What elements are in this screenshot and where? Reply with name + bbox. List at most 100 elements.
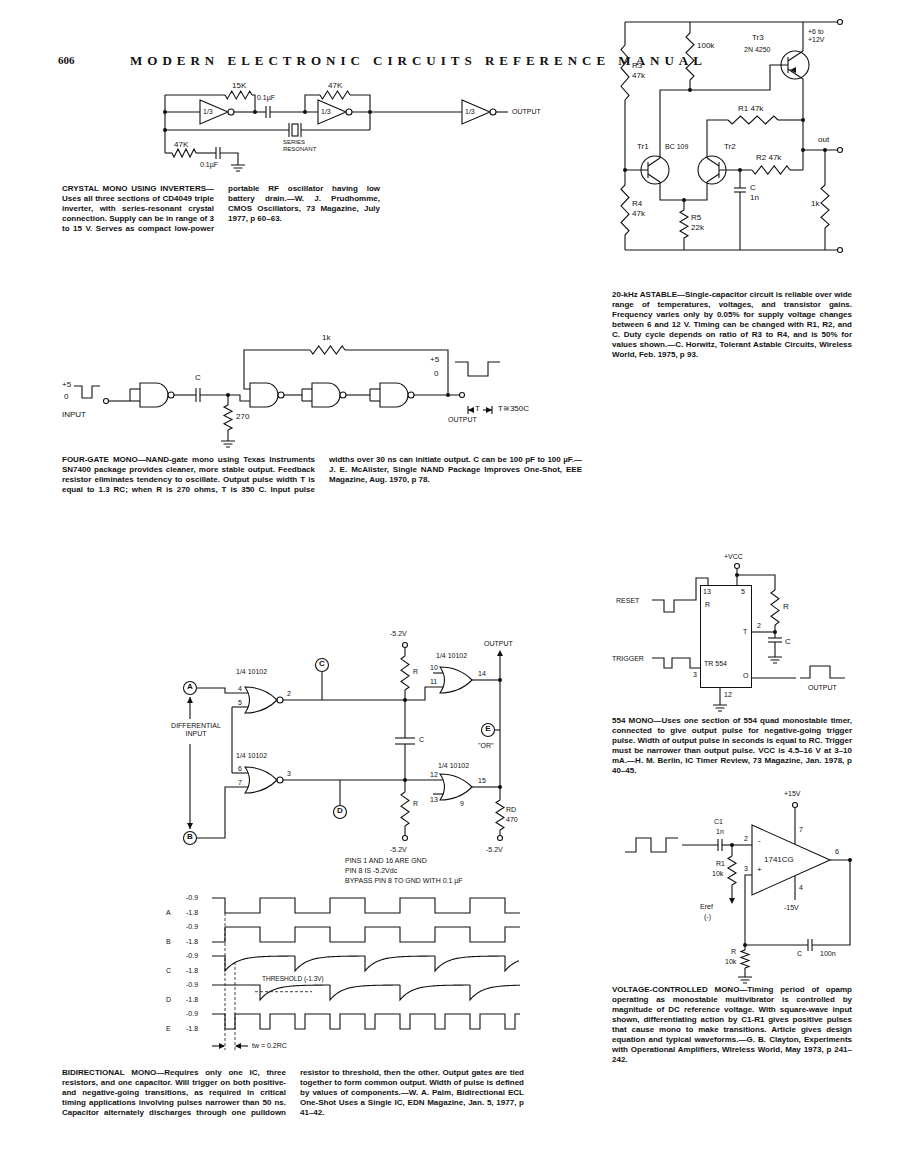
arrowhead (468, 407, 474, 413)
capacitor-plate (215, 147, 216, 159)
component-label: 9 (460, 800, 464, 808)
component-label: 3 (693, 671, 697, 679)
wire (824, 228, 825, 250)
wire (414, 394, 459, 395)
waveform (212, 898, 520, 913)
wire (369, 389, 370, 401)
component-label: -0.9 (186, 952, 198, 960)
capacitor-plate (195, 388, 196, 402)
component-label: -5.2V (390, 630, 407, 638)
component-label: 1/4 10102 (438, 762, 469, 770)
nand-gate-symbol (380, 383, 408, 407)
resistor-symbol (621, 185, 629, 235)
component-label: 1n (750, 194, 759, 203)
capacitor-plate (265, 106, 266, 118)
capacitor-symbol (718, 839, 722, 851)
component-label: - (758, 837, 761, 846)
component-label: -5.2V (390, 846, 407, 854)
wire (370, 400, 380, 401)
crystal-symbol (292, 124, 298, 136)
component-label: R2 47k (756, 154, 781, 163)
node-text: 1/3 (321, 108, 331, 116)
wire (165, 111, 200, 112)
component-label: C (785, 638, 791, 647)
resistor-symbol (752, 166, 790, 174)
wire (284, 394, 302, 395)
test-point-circle: D (333, 805, 347, 819)
inversion-bubble (277, 697, 283, 703)
wire (744, 968, 745, 972)
wire (624, 22, 625, 45)
wire (404, 744, 405, 780)
component-label: +5 (62, 381, 71, 390)
component-label: PINS 1 AND 16 ARE GND (345, 857, 427, 865)
resistor-symbol (741, 950, 749, 968)
inversion-bubble (346, 109, 352, 115)
component-label: D (166, 996, 171, 1004)
component-label: 10k (725, 958, 736, 966)
wire (496, 111, 508, 112)
caption-text: 554 MONO—Uses one section of 554 quad mo… (612, 716, 852, 776)
component-label: -1.8 (186, 909, 198, 917)
component-label: 14 (478, 670, 486, 678)
terminal (403, 643, 408, 648)
test-point-circle: A (183, 681, 197, 695)
wire (790, 169, 803, 170)
inverter-symbol: 1/3 (462, 100, 496, 124)
capacitor-plate (807, 939, 808, 951)
terminal (735, 564, 740, 569)
component-label: 7 (238, 779, 242, 787)
wire (739, 192, 740, 250)
page-header: MODERN ELECTRONIC CIRCUITS REFERENCE MAN… (130, 54, 707, 68)
ic-box: RTR 554TO (700, 585, 752, 688)
component-label: Eref (700, 903, 713, 911)
inversion-bubble (168, 392, 174, 398)
component-label: 3 (744, 865, 748, 873)
ground-symbol (231, 160, 245, 171)
wire (739, 170, 740, 188)
wire (189, 744, 190, 829)
wire (499, 656, 500, 800)
component-label: DIFFERENTIAL INPUT (166, 722, 226, 737)
arrowhead (187, 697, 193, 703)
arrowhead (219, 1043, 225, 1049)
junction-dot (303, 110, 307, 114)
component-label: 15K (232, 82, 246, 91)
inversion-bubble (228, 109, 234, 115)
component-label: -1.8 (186, 996, 198, 1004)
nand-gate-symbol (250, 383, 278, 407)
wire (370, 388, 380, 389)
capacitor-plate (734, 187, 746, 188)
resistor-symbol (771, 590, 779, 625)
arrowhead (729, 898, 735, 904)
component-label: C (419, 736, 424, 744)
inversion-bubble (490, 109, 496, 115)
component-label: OUTPUT (808, 684, 837, 692)
waveform (212, 927, 520, 942)
wire (683, 238, 684, 250)
component-label: TRIGGER (612, 655, 644, 663)
node-text: A (183, 683, 197, 692)
junction-dot (253, 110, 257, 114)
waveform (212, 956, 519, 971)
arrowhead (486, 407, 492, 413)
wire (109, 400, 130, 401)
wire (745, 944, 808, 945)
page-number: 606 (58, 54, 75, 66)
component-label: 100k (697, 42, 714, 51)
resistor-symbol (224, 405, 232, 430)
wire (301, 389, 302, 401)
wire (404, 780, 405, 792)
terminal (838, 20, 843, 25)
wire (719, 169, 752, 170)
transistor-emitter (648, 174, 660, 182)
component-label: 0.1µF (257, 94, 275, 102)
wire (196, 152, 216, 153)
caption-text: 20-kHz ASTABLE—Single-capacitor circuit … (612, 290, 852, 360)
wire (683, 200, 684, 210)
pulse-symbol (625, 838, 678, 852)
dashed-guide (225, 913, 226, 1050)
resistor-symbol (496, 800, 504, 830)
wire (405, 687, 444, 700)
